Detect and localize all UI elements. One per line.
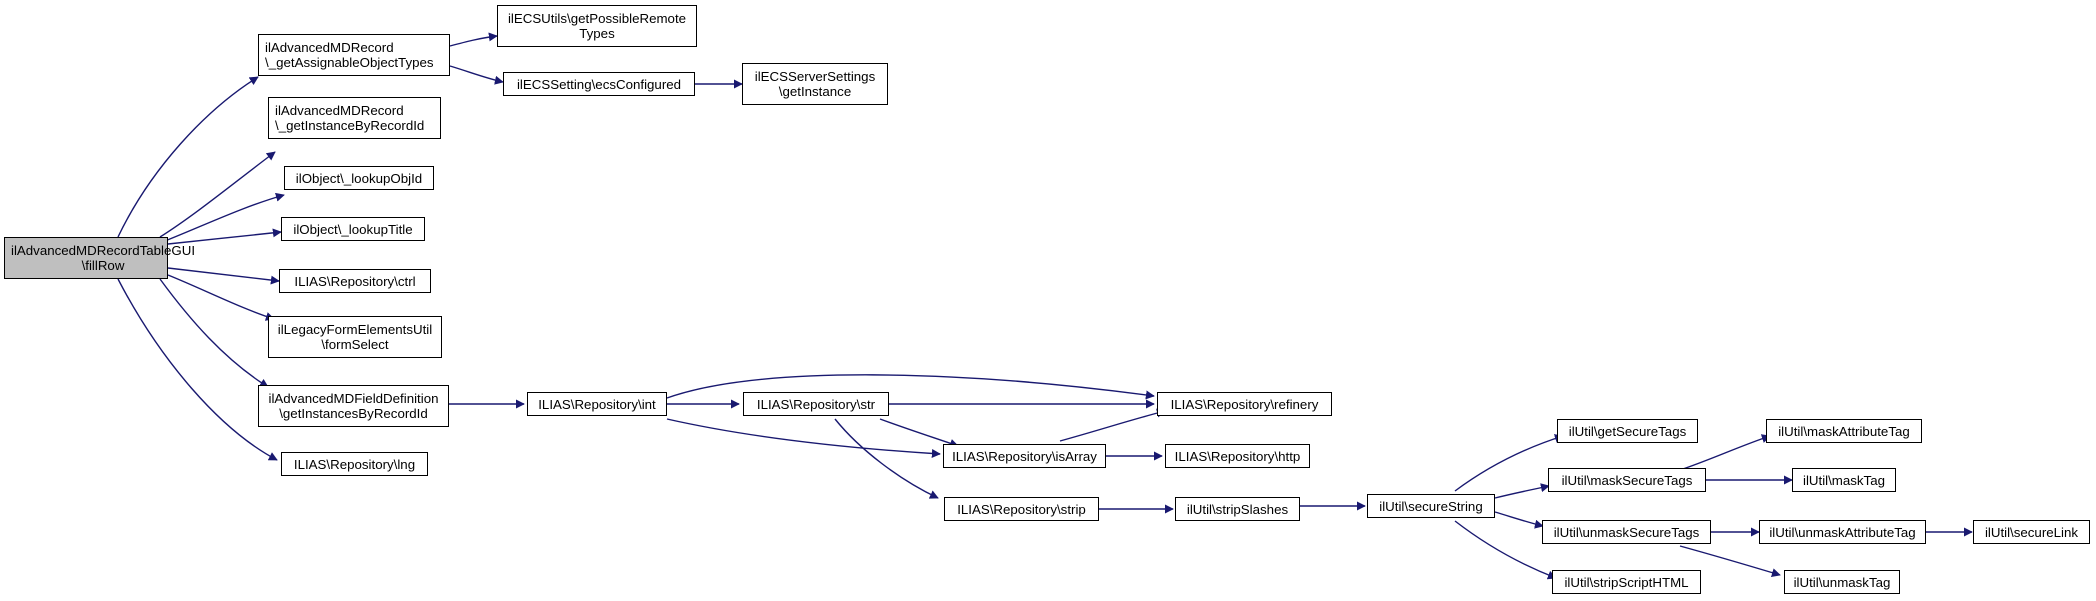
node-unmasksecuretags[interactable]: ilUtil\unmaskSecureTags [1542, 520, 1711, 544]
edge-fillrow-lng [117, 278, 278, 461]
edge-fillrow-ctrl [167, 267, 280, 285]
edge-securestring-stripscripthtml [1454, 520, 1557, 580]
node-getinstancesbyrecordid[interactable]: ilAdvancedMDFieldDefinition\getInstances… [258, 385, 449, 427]
edge-fillrow-getassignableobjecttypes [117, 76, 259, 238]
node-securelink[interactable]: ilUtil\secureLink [1973, 520, 2090, 544]
node-stripslashes[interactable]: ilUtil\stripSlashes [1175, 497, 1300, 521]
node-stripscripthtml[interactable]: ilUtil\stripScriptHTML [1552, 570, 1701, 594]
node-refinery[interactable]: ILIAS\Repository\refinery [1157, 392, 1332, 416]
edge-securestring-unmasksecuretags [1494, 511, 1544, 529]
edge-str-isarray [879, 418, 959, 448]
node-http[interactable]: ILIAS\Repository\http [1165, 444, 1310, 468]
edge-getassignableobjecttypes-getpossibleremotetypes [449, 32, 498, 47]
node-formselect[interactable]: ilLegacyFormElementsUtil\formSelect [268, 316, 442, 358]
edge-unmasksecuretags-unmasktag [1679, 545, 1781, 577]
node-getinstancebyrecordid[interactable]: ilAdvancedMDRecord\_getInstanceByRecordI… [268, 97, 441, 139]
edge-fillrow-getinstancesbyrecordid [159, 278, 269, 388]
edge-isarray-refinery [1059, 408, 1166, 442]
node-isarray[interactable]: ILIAS\Repository\isArray [943, 444, 1106, 468]
edge-str-strip [834, 418, 939, 499]
node-strip[interactable]: ILIAS\Repository\strip [944, 497, 1099, 521]
node-lng[interactable]: ILIAS\Repository\lng [281, 452, 428, 476]
edge-securestring-masksecuretags [1494, 483, 1550, 499]
node-unmaskattributetag[interactable]: ilUtil\unmaskAttributeTag [1759, 520, 1926, 544]
edge-fillrow-lookupobjid [164, 192, 285, 242]
node-getsecuretags[interactable]: ilUtil\getSecureTags [1557, 419, 1698, 443]
edge-masksecuretags-maskattributetag [1679, 434, 1771, 471]
edge-getassignableobjecttypes-ecsconfigured [449, 65, 504, 85]
node-lookuptitle[interactable]: ilObject\_lookupTitle [281, 217, 425, 241]
node-getinstance[interactable]: ilECSServerSettings\getInstance [742, 63, 888, 105]
node-int[interactable]: ILIAS\Repository\int [527, 392, 667, 416]
node-ecsconfigured[interactable]: ilECSSetting\ecsConfigured [503, 72, 695, 96]
node-getassignableobjecttypes[interactable]: ilAdvancedMDRecord\_getAssignableObjectT… [258, 34, 450, 76]
node-maskattributetag[interactable]: ilUtil\maskAttributeTag [1766, 419, 1922, 443]
node-fillrow: ilAdvancedMDRecordTableGUI\fillRow [4, 237, 195, 279]
edge-fillrow-lookuptitle [167, 228, 282, 245]
node-masksecuretags[interactable]: ilUtil\maskSecureTags [1548, 468, 1706, 492]
node-ctrl[interactable]: ILIAS\Repository\ctrl [279, 269, 431, 293]
edge-int-isarray [666, 418, 941, 458]
edge-securestring-getsecuretags [1454, 434, 1564, 492]
node-str[interactable]: ILIAS\Repository\str [743, 392, 889, 416]
edge-int-refinery [666, 374, 1155, 400]
node-securestring[interactable]: ilUtil\secureString [1367, 494, 1495, 518]
node-unmasktag[interactable]: ilUtil\unmaskTag [1784, 570, 1900, 594]
edge-fillrow-getinstancebyrecordid [159, 151, 276, 238]
edge-fillrow-formselect [167, 274, 275, 321]
node-lookupobjid[interactable]: ilObject\_lookupObjId [284, 166, 434, 190]
node-masktag[interactable]: ilUtil\maskTag [1792, 468, 1896, 492]
